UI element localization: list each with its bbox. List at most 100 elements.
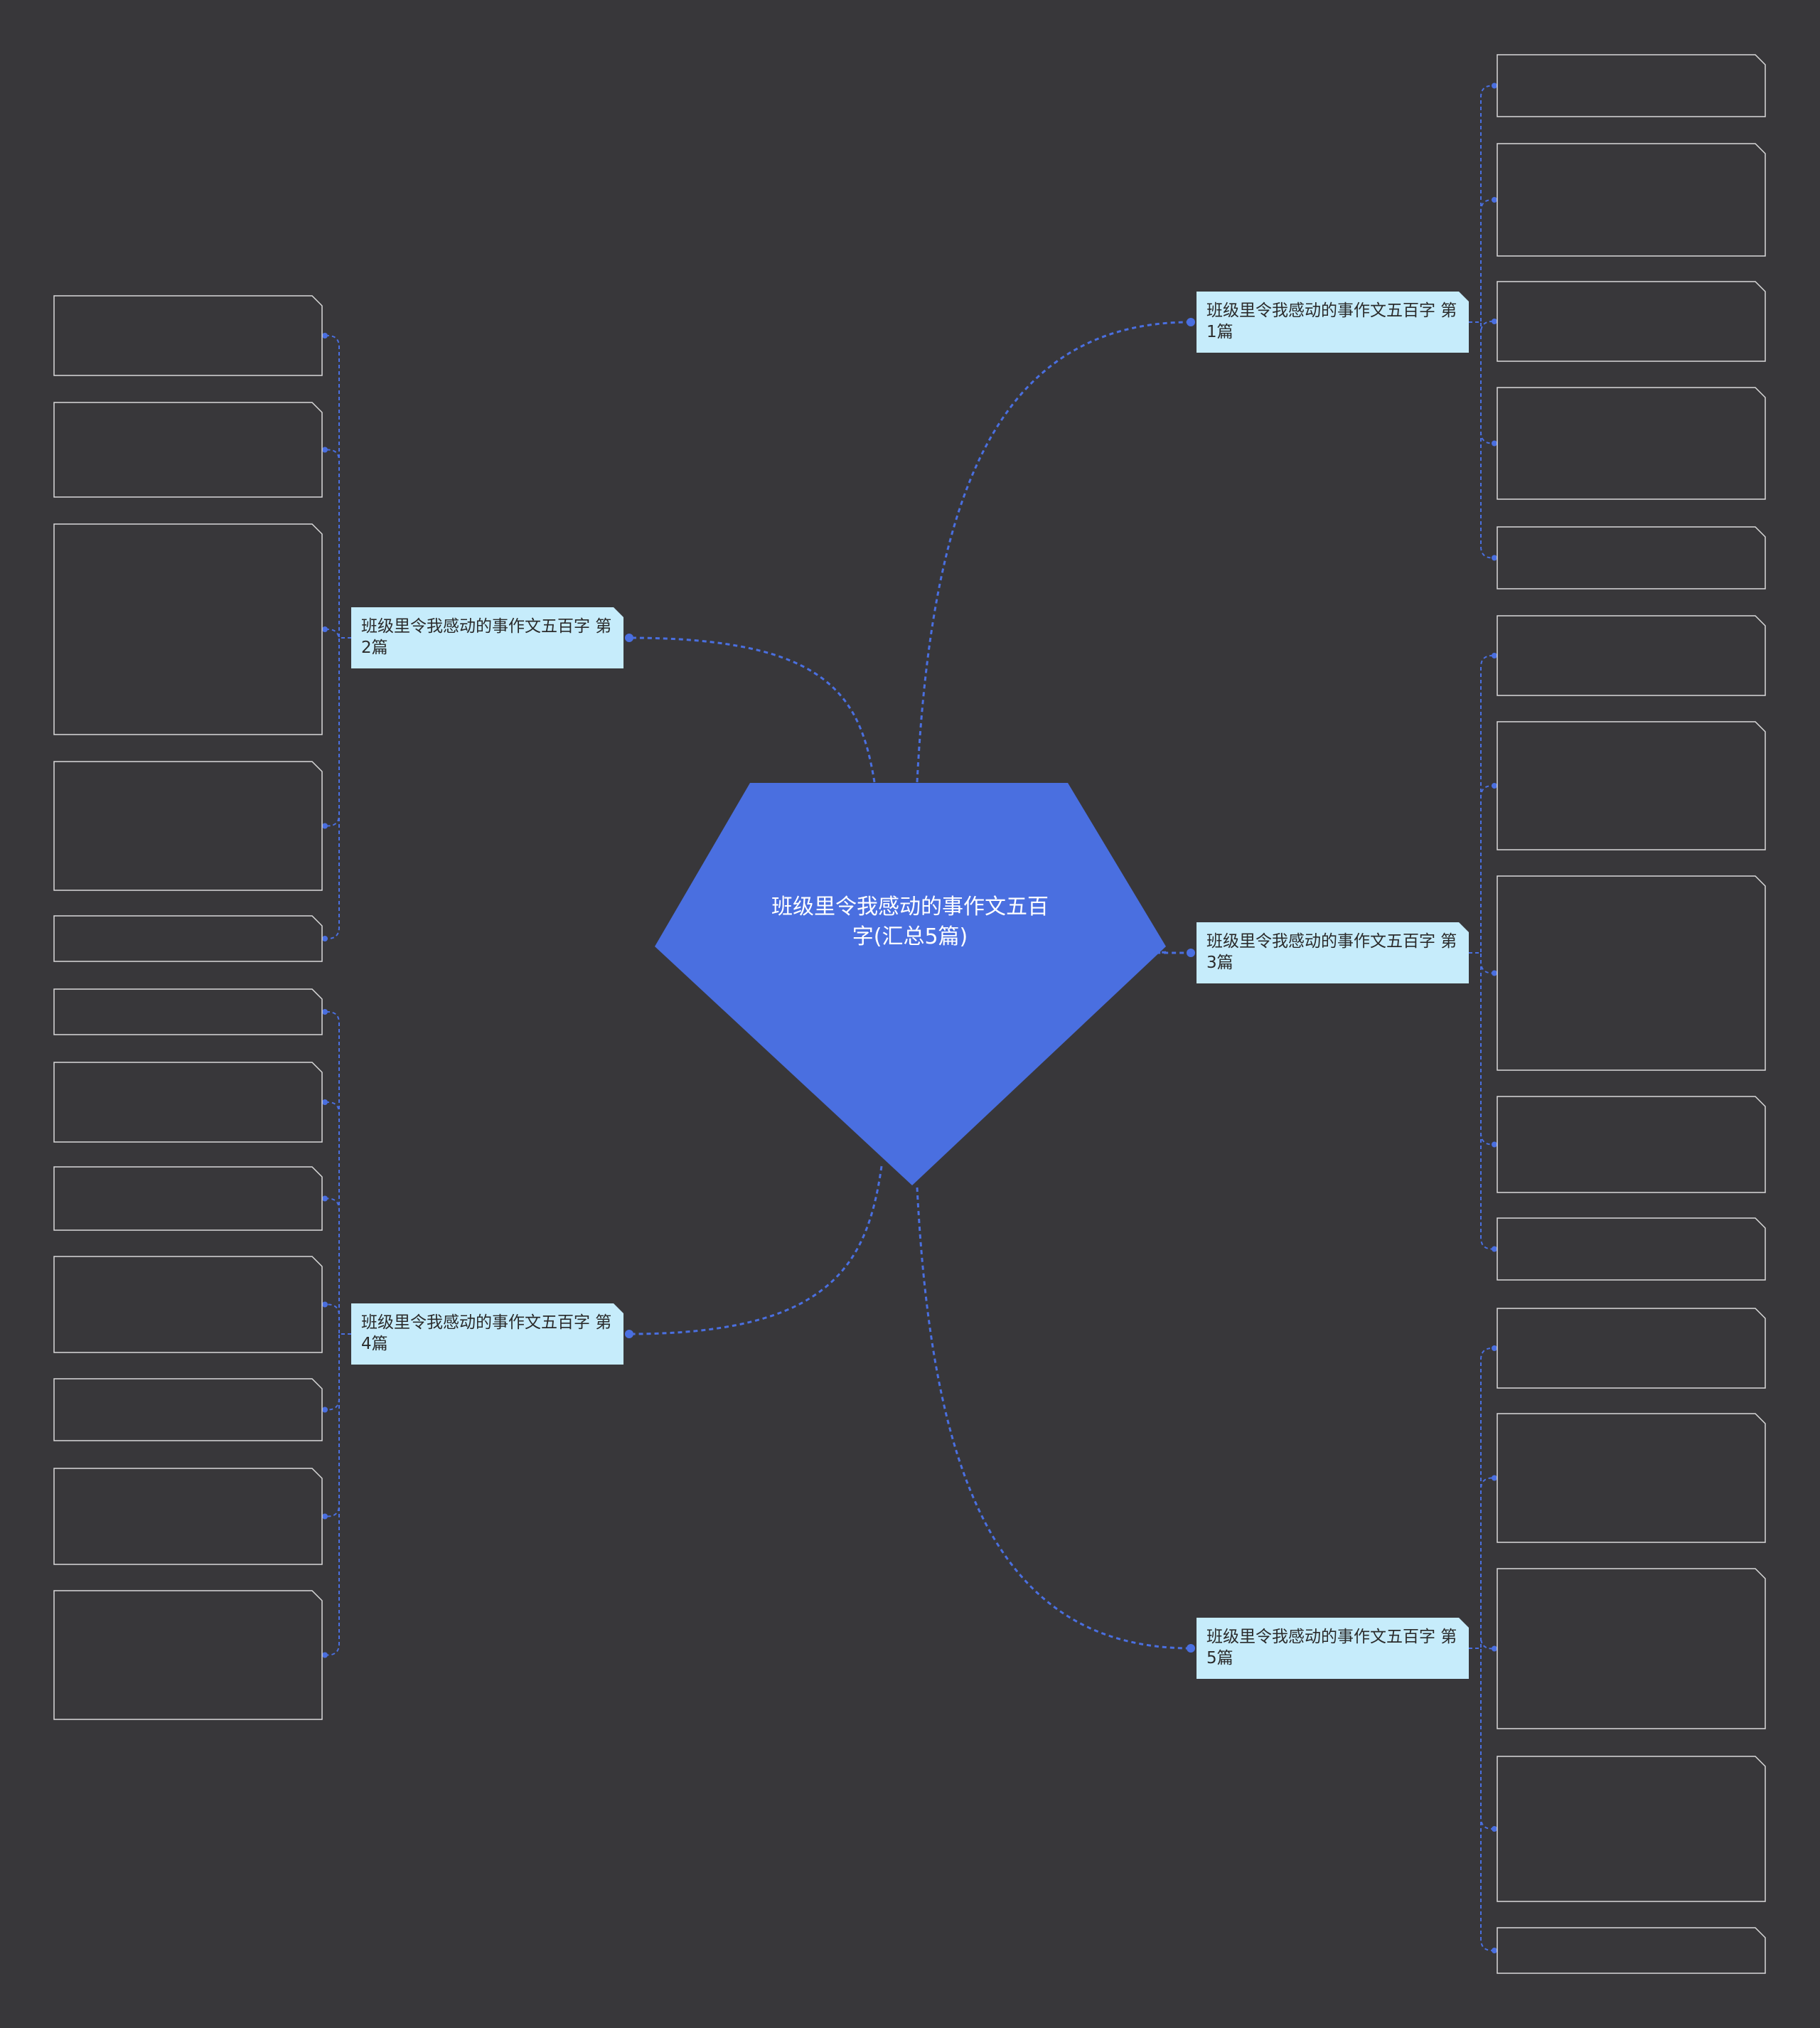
leaf-node-5-3-frame bbox=[1497, 1568, 1766, 1729]
leaf-node-1-4[interactable] bbox=[1497, 388, 1765, 499]
leaf-4-1-anchor-dot bbox=[322, 1009, 328, 1015]
connector-branch-5-leaf-1 bbox=[1469, 1347, 1497, 1649]
branch-node-5[interactable]: 班级里令我感动的事作文五百字 第5篇 bbox=[1197, 1618, 1469, 1679]
leaf-node-4-3[interactable] bbox=[54, 1167, 322, 1230]
leaf-node-1-2[interactable] bbox=[1497, 144, 1765, 256]
branch-2-anchor-dot bbox=[625, 634, 633, 642]
leaf-node-2-5-frame bbox=[53, 915, 323, 962]
leaf-2-1-anchor-dot bbox=[322, 333, 328, 338]
branch-1-anchor-dot bbox=[1187, 318, 1195, 326]
leaf-node-5-3[interactable] bbox=[1497, 1569, 1765, 1729]
connector-branch-4-leaf-6 bbox=[322, 1333, 351, 1517]
leaf-node-1-5[interactable] bbox=[1497, 527, 1765, 589]
leaf-5-4-anchor-dot bbox=[1492, 1826, 1497, 1832]
leaf-4-7-anchor-dot bbox=[322, 1652, 328, 1658]
branch-4-anchor-dot bbox=[625, 1330, 633, 1338]
leaf-node-4-2[interactable] bbox=[54, 1062, 322, 1142]
leaf-node-3-1-frame bbox=[1497, 615, 1766, 696]
connector-branch-2-leaf-2 bbox=[322, 449, 351, 639]
leaf-4-5-anchor-dot bbox=[322, 1407, 328, 1413]
leaf-3-1-anchor-dot bbox=[1492, 653, 1497, 658]
connector-branch-3-leaf-4 bbox=[1469, 952, 1497, 1146]
leaf-5-1-anchor-dot bbox=[1492, 1345, 1497, 1351]
leaf-1-5-anchor-dot bbox=[1492, 555, 1497, 561]
leaf-3-4-anchor-dot bbox=[1492, 1141, 1497, 1148]
leaf-node-3-4[interactable] bbox=[1497, 1096, 1765, 1192]
leaf-1-1-anchor-dot bbox=[1492, 82, 1497, 89]
leaf-node-5-4[interactable] bbox=[1497, 1756, 1765, 1901]
leaf-4-6-anchor-dot bbox=[322, 1513, 328, 1520]
leaf-node-2-4[interactable] bbox=[54, 762, 322, 890]
leaf-node-3-4-frame bbox=[1497, 1096, 1766, 1193]
connector-branch-4-leaf-5 bbox=[322, 1333, 351, 1411]
leaf-node-3-3[interactable] bbox=[1497, 876, 1765, 1070]
leaf-node-3-1[interactable] bbox=[1497, 616, 1765, 695]
leaf-4-2-anchor-dot bbox=[322, 1099, 328, 1105]
leaf-node-5-4-frame bbox=[1497, 1756, 1766, 1902]
leaf-node-3-2[interactable] bbox=[1497, 722, 1765, 850]
leaf-node-4-1[interactable] bbox=[54, 989, 322, 1035]
branch-node-2[interactable]: 班级里令我感动的事作文五百字 第2篇 bbox=[351, 607, 623, 668]
connector-center-branch-1 bbox=[916, 321, 1192, 783]
leaf-node-4-5-frame bbox=[53, 1378, 323, 1441]
branch-node-1[interactable]: 班级里令我感动的事作文五百字 第1篇 bbox=[1197, 292, 1469, 353]
leaf-node-4-3-frame bbox=[53, 1166, 323, 1231]
leaf-node-3-2-frame bbox=[1497, 721, 1766, 850]
connector-branch-5-leaf-5 bbox=[1469, 1648, 1497, 1951]
leaf-node-5-2-frame bbox=[1497, 1413, 1766, 1543]
leaf-node-2-3[interactable] bbox=[54, 524, 322, 735]
connector-branch-4-leaf-1 bbox=[322, 1011, 351, 1335]
leaf-node-4-4[interactable] bbox=[54, 1256, 322, 1352]
leaf-node-2-5[interactable] bbox=[54, 916, 322, 961]
connector-branch-4-leaf-2 bbox=[322, 1101, 351, 1335]
leaf-node-4-5[interactable] bbox=[54, 1379, 322, 1441]
leaf-node-4-7-frame bbox=[53, 1590, 323, 1720]
leaf-node-1-1[interactable] bbox=[1497, 55, 1765, 117]
connector-branch-3-leaf-2 bbox=[1469, 785, 1497, 954]
leaf-node-1-2-frame bbox=[1497, 143, 1766, 257]
branch-node-3[interactable]: 班级里令我感动的事作文五百字 第3篇 bbox=[1197, 922, 1469, 983]
branch-node-4[interactable]: 班级里令我感动的事作文五百字 第4篇 bbox=[351, 1303, 623, 1365]
leaf-node-1-5-frame bbox=[1497, 526, 1766, 589]
branch-5-anchor-dot bbox=[1187, 1644, 1195, 1653]
leaf-node-3-5[interactable] bbox=[1497, 1218, 1765, 1280]
leaf-5-5-anchor-dot bbox=[1492, 1948, 1497, 1953]
connector-branch-2-leaf-1 bbox=[322, 335, 351, 639]
connector-branch-4-leaf-7 bbox=[322, 1333, 351, 1656]
connector-branch-3-leaf-5 bbox=[1469, 952, 1497, 1250]
leaf-node-1-3[interactable] bbox=[1497, 282, 1765, 361]
leaf-node-1-4-frame bbox=[1497, 387, 1766, 500]
leaf-3-2-anchor-dot bbox=[1492, 783, 1497, 789]
connector-center-branch-3 bbox=[1097, 951, 1192, 954]
leaf-2-2-anchor-dot bbox=[322, 447, 328, 453]
connector-branch-2-leaf-5 bbox=[322, 637, 351, 939]
connector-branch-3-leaf-1 bbox=[1469, 655, 1497, 954]
leaf-node-5-1[interactable] bbox=[1497, 1308, 1765, 1388]
leaf-node-2-2[interactable] bbox=[54, 402, 322, 497]
leaf-3-3-anchor-dot bbox=[1492, 970, 1497, 976]
leaf-2-5-anchor-dot bbox=[322, 936, 328, 941]
leaf-node-5-5[interactable] bbox=[1497, 1928, 1765, 1973]
leaf-node-4-7[interactable] bbox=[54, 1591, 322, 1719]
leaf-node-3-5-frame bbox=[1497, 1217, 1766, 1281]
leaf-node-5-2[interactable] bbox=[1497, 1414, 1765, 1542]
leaf-node-4-1-frame bbox=[53, 988, 323, 1035]
leaf-3-5-anchor-dot bbox=[1492, 1246, 1497, 1252]
connector-branch-4-leaf-3 bbox=[322, 1197, 351, 1335]
leaf-node-2-3-frame bbox=[53, 523, 323, 735]
connector-branch-5-leaf-4 bbox=[1469, 1648, 1497, 1830]
leaf-node-4-6-frame bbox=[53, 1468, 323, 1565]
leaf-1-2-anchor-dot bbox=[1492, 197, 1497, 203]
connector-branch-5-leaf-2 bbox=[1469, 1477, 1497, 1649]
leaf-node-2-1[interactable] bbox=[54, 296, 322, 375]
leaf-node-2-4-frame bbox=[53, 761, 323, 891]
connector-center-branch-2 bbox=[628, 636, 876, 783]
center-node-shape[interactable] bbox=[655, 783, 1166, 1185]
connector-branch-1-leaf-2 bbox=[1469, 199, 1497, 323]
leaf-node-2-1-frame bbox=[53, 295, 323, 376]
connector-branch-2-leaf-4 bbox=[322, 637, 351, 827]
connector-branch-1-leaf-5 bbox=[1469, 321, 1497, 559]
leaf-2-4-anchor-dot bbox=[322, 823, 328, 829]
leaf-node-4-6[interactable] bbox=[54, 1468, 322, 1564]
